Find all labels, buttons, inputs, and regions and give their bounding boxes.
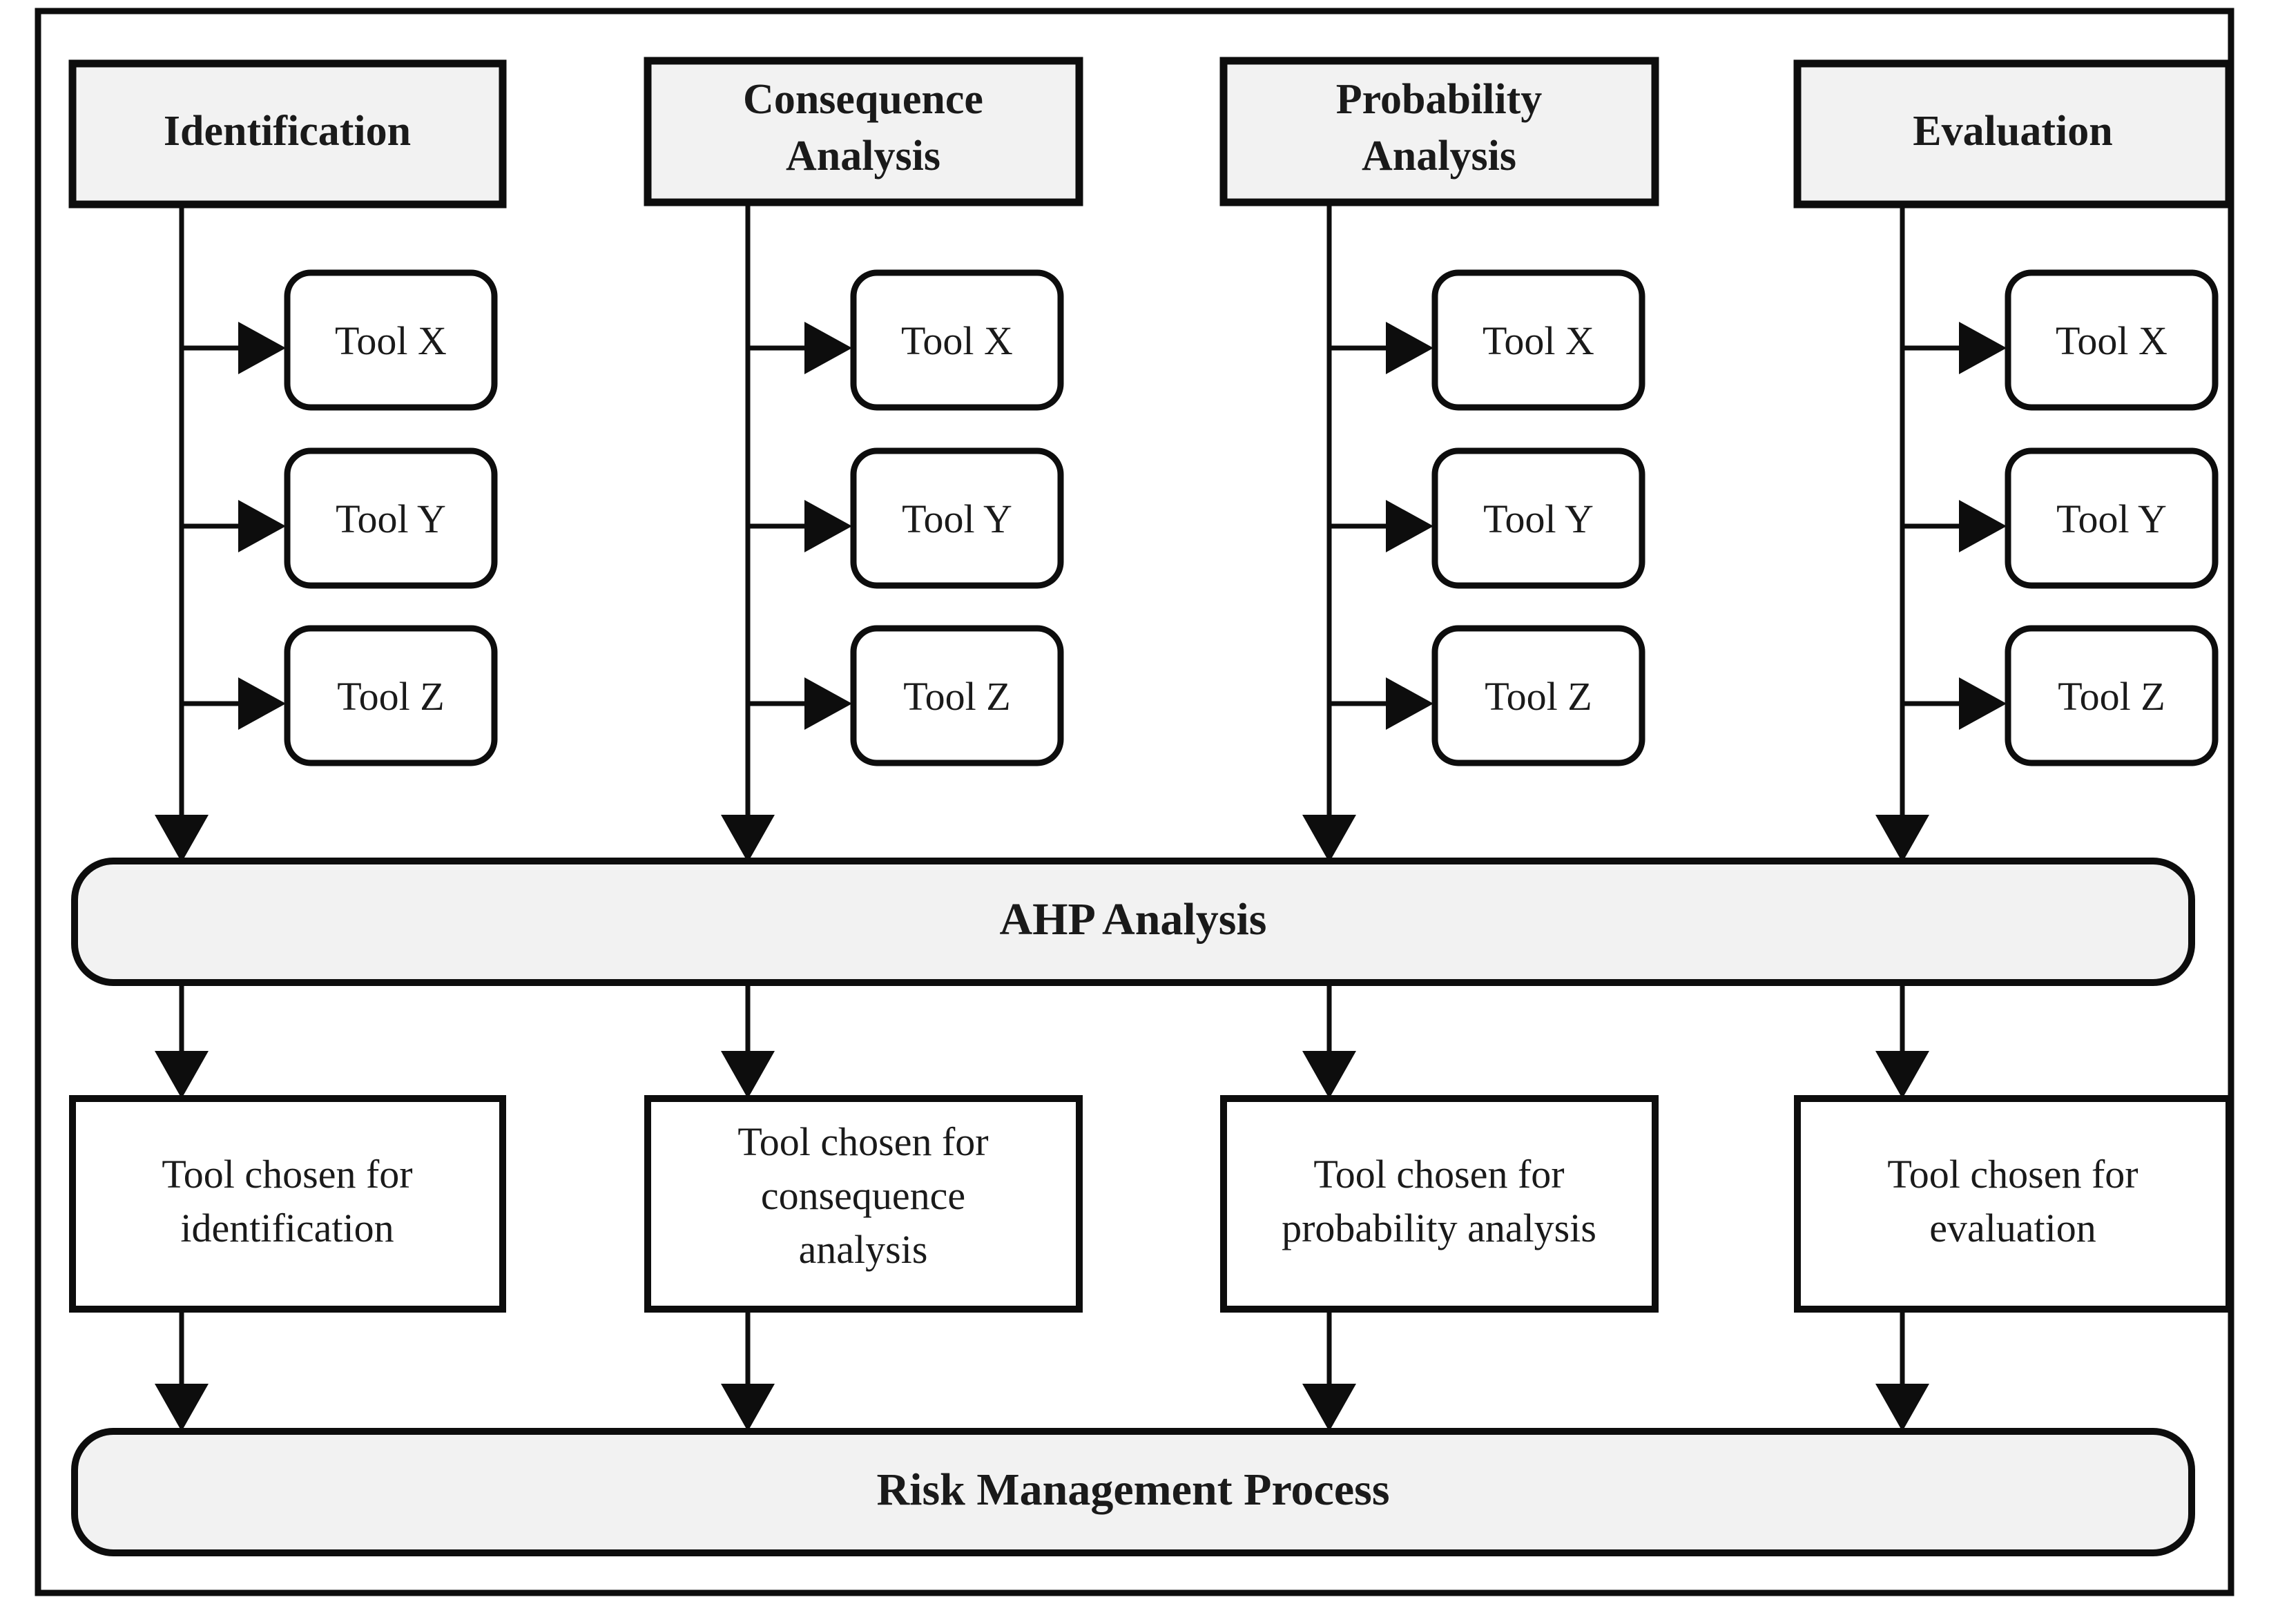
result-label-evaluation-line2: evaluation <box>1929 1206 2096 1250</box>
result-label-probability-analysis: Tool chosen for <box>1313 1152 1564 1197</box>
arrow-consequence-analysis-tool-x <box>804 322 852 374</box>
header-box-probability-analysis[interactable] <box>1219 57 1659 206</box>
result-box-probability-analysis[interactable] <box>1220 1095 1659 1313</box>
arrow-process-identification <box>155 1384 209 1431</box>
header-label-probability-analysis: Probability <box>1336 76 1543 123</box>
arrow-evaluation-tool-x <box>1959 322 2007 374</box>
result-box-identification[interactable] <box>69 1095 506 1313</box>
result-label-probability-analysis-line2: probability analysis <box>1282 1206 1596 1250</box>
tool-box-evaluation-tool-y[interactable] <box>2005 447 2219 589</box>
arrow-identification-tool-z <box>238 677 286 730</box>
tool-label-consequence-analysis-tool-x: Tool X <box>901 318 1013 363</box>
arrow-consequence-analysis-tool-y <box>804 500 852 552</box>
arrow-result-identification <box>155 1051 209 1099</box>
tool-box-consequence-analysis-tool-x[interactable] <box>850 269 1064 411</box>
header-label-identification: Identification <box>164 108 411 155</box>
tool-box-identification-tool-y[interactable] <box>284 447 498 589</box>
tool-label-evaluation-tool-x: Tool X <box>2056 318 2167 363</box>
tool-label-identification-tool-y: Tool Y <box>336 496 446 541</box>
tool-label-probability-analysis-tool-z: Tool Z <box>1485 674 1592 719</box>
result-label-identification: Tool chosen for <box>162 1152 412 1197</box>
tool-box-probability-analysis-tool-z[interactable] <box>1431 625 1645 766</box>
arrow-process-consequence-analysis <box>721 1384 775 1431</box>
header-box-consequence-analysis[interactable] <box>644 57 1083 206</box>
tool-label-probability-analysis-tool-y: Tool Y <box>1483 496 1594 541</box>
header-label-consequence-analysis-line2: Analysis <box>786 133 940 180</box>
tool-box-identification-tool-z[interactable] <box>284 625 498 766</box>
arrow-result-probability-analysis <box>1302 1051 1356 1099</box>
arrow-identification-tool-x <box>238 322 286 374</box>
result-label-identification-line2: identification <box>180 1206 394 1250</box>
header-label-consequence-analysis: Consequence <box>743 76 983 123</box>
result-box-evaluation[interactable] <box>1794 1095 2232 1313</box>
arrow-into-ahp-evaluation <box>1875 815 1929 862</box>
header-box-identification[interactable] <box>68 59 507 209</box>
result-label-evaluation: Tool chosen for <box>1887 1152 2138 1197</box>
arrow-process-evaluation <box>1875 1384 1929 1431</box>
tool-label-evaluation-tool-y: Tool Y <box>2056 496 2167 541</box>
arrow-into-ahp-identification <box>155 815 209 862</box>
tool-box-identification-tool-x[interactable] <box>284 269 498 411</box>
arrow-into-ahp-consequence-analysis <box>721 815 775 862</box>
arrow-consequence-analysis-tool-z <box>804 677 852 730</box>
result-box-consequence-analysis[interactable] <box>644 1095 1083 1313</box>
arrow-probability-analysis-tool-z <box>1386 677 1433 730</box>
tool-box-evaluation-tool-z[interactable] <box>2005 625 2219 766</box>
tool-label-identification-tool-x: Tool X <box>335 318 447 363</box>
tool-label-consequence-analysis-tool-y: Tool Y <box>902 496 1012 541</box>
arrow-evaluation-tool-z <box>1959 677 2007 730</box>
arrow-identification-tool-y <box>238 500 286 552</box>
tool-box-consequence-analysis-tool-y[interactable] <box>850 447 1064 589</box>
arrow-result-evaluation <box>1875 1051 1929 1099</box>
risk-management-process-bar[interactable] <box>71 1428 2195 1556</box>
arrow-process-probability-analysis <box>1302 1384 1356 1431</box>
arrow-result-consequence-analysis <box>721 1051 775 1099</box>
result-label-consequence-analysis-line3: analysis <box>799 1227 928 1272</box>
ahp-analysis-bar[interactable] <box>71 858 2195 986</box>
risk-management-process-label: Risk Management Process <box>876 1464 1389 1515</box>
tool-box-evaluation-tool-x[interactable] <box>2005 269 2219 411</box>
tool-label-identification-tool-z: Tool Z <box>337 674 444 719</box>
tool-label-evaluation-tool-z: Tool Z <box>2058 674 2165 719</box>
arrow-into-ahp-probability-analysis <box>1302 815 1356 862</box>
arrow-evaluation-tool-y <box>1959 500 2007 552</box>
arrow-probability-analysis-tool-y <box>1386 500 1433 552</box>
ahp-analysis-label: AHP Analysis <box>1000 894 1267 945</box>
tool-label-consequence-analysis-tool-z: Tool Z <box>903 674 1010 719</box>
tool-box-probability-analysis-tool-x[interactable] <box>1431 269 1645 411</box>
header-label-evaluation: Evaluation <box>1913 108 2112 155</box>
header-label-probability-analysis-line2: Analysis <box>1362 133 1516 180</box>
arrow-probability-analysis-tool-x <box>1386 322 1433 374</box>
result-label-consequence-analysis-line2: consequence <box>761 1173 965 1218</box>
tool-label-probability-analysis-tool-x: Tool X <box>1483 318 1594 363</box>
tool-box-consequence-analysis-tool-z[interactable] <box>850 625 1064 766</box>
header-box-evaluation[interactable] <box>1793 59 2233 209</box>
tool-box-probability-analysis-tool-y[interactable] <box>1431 447 1645 589</box>
result-label-consequence-analysis: Tool chosen for <box>737 1119 988 1164</box>
